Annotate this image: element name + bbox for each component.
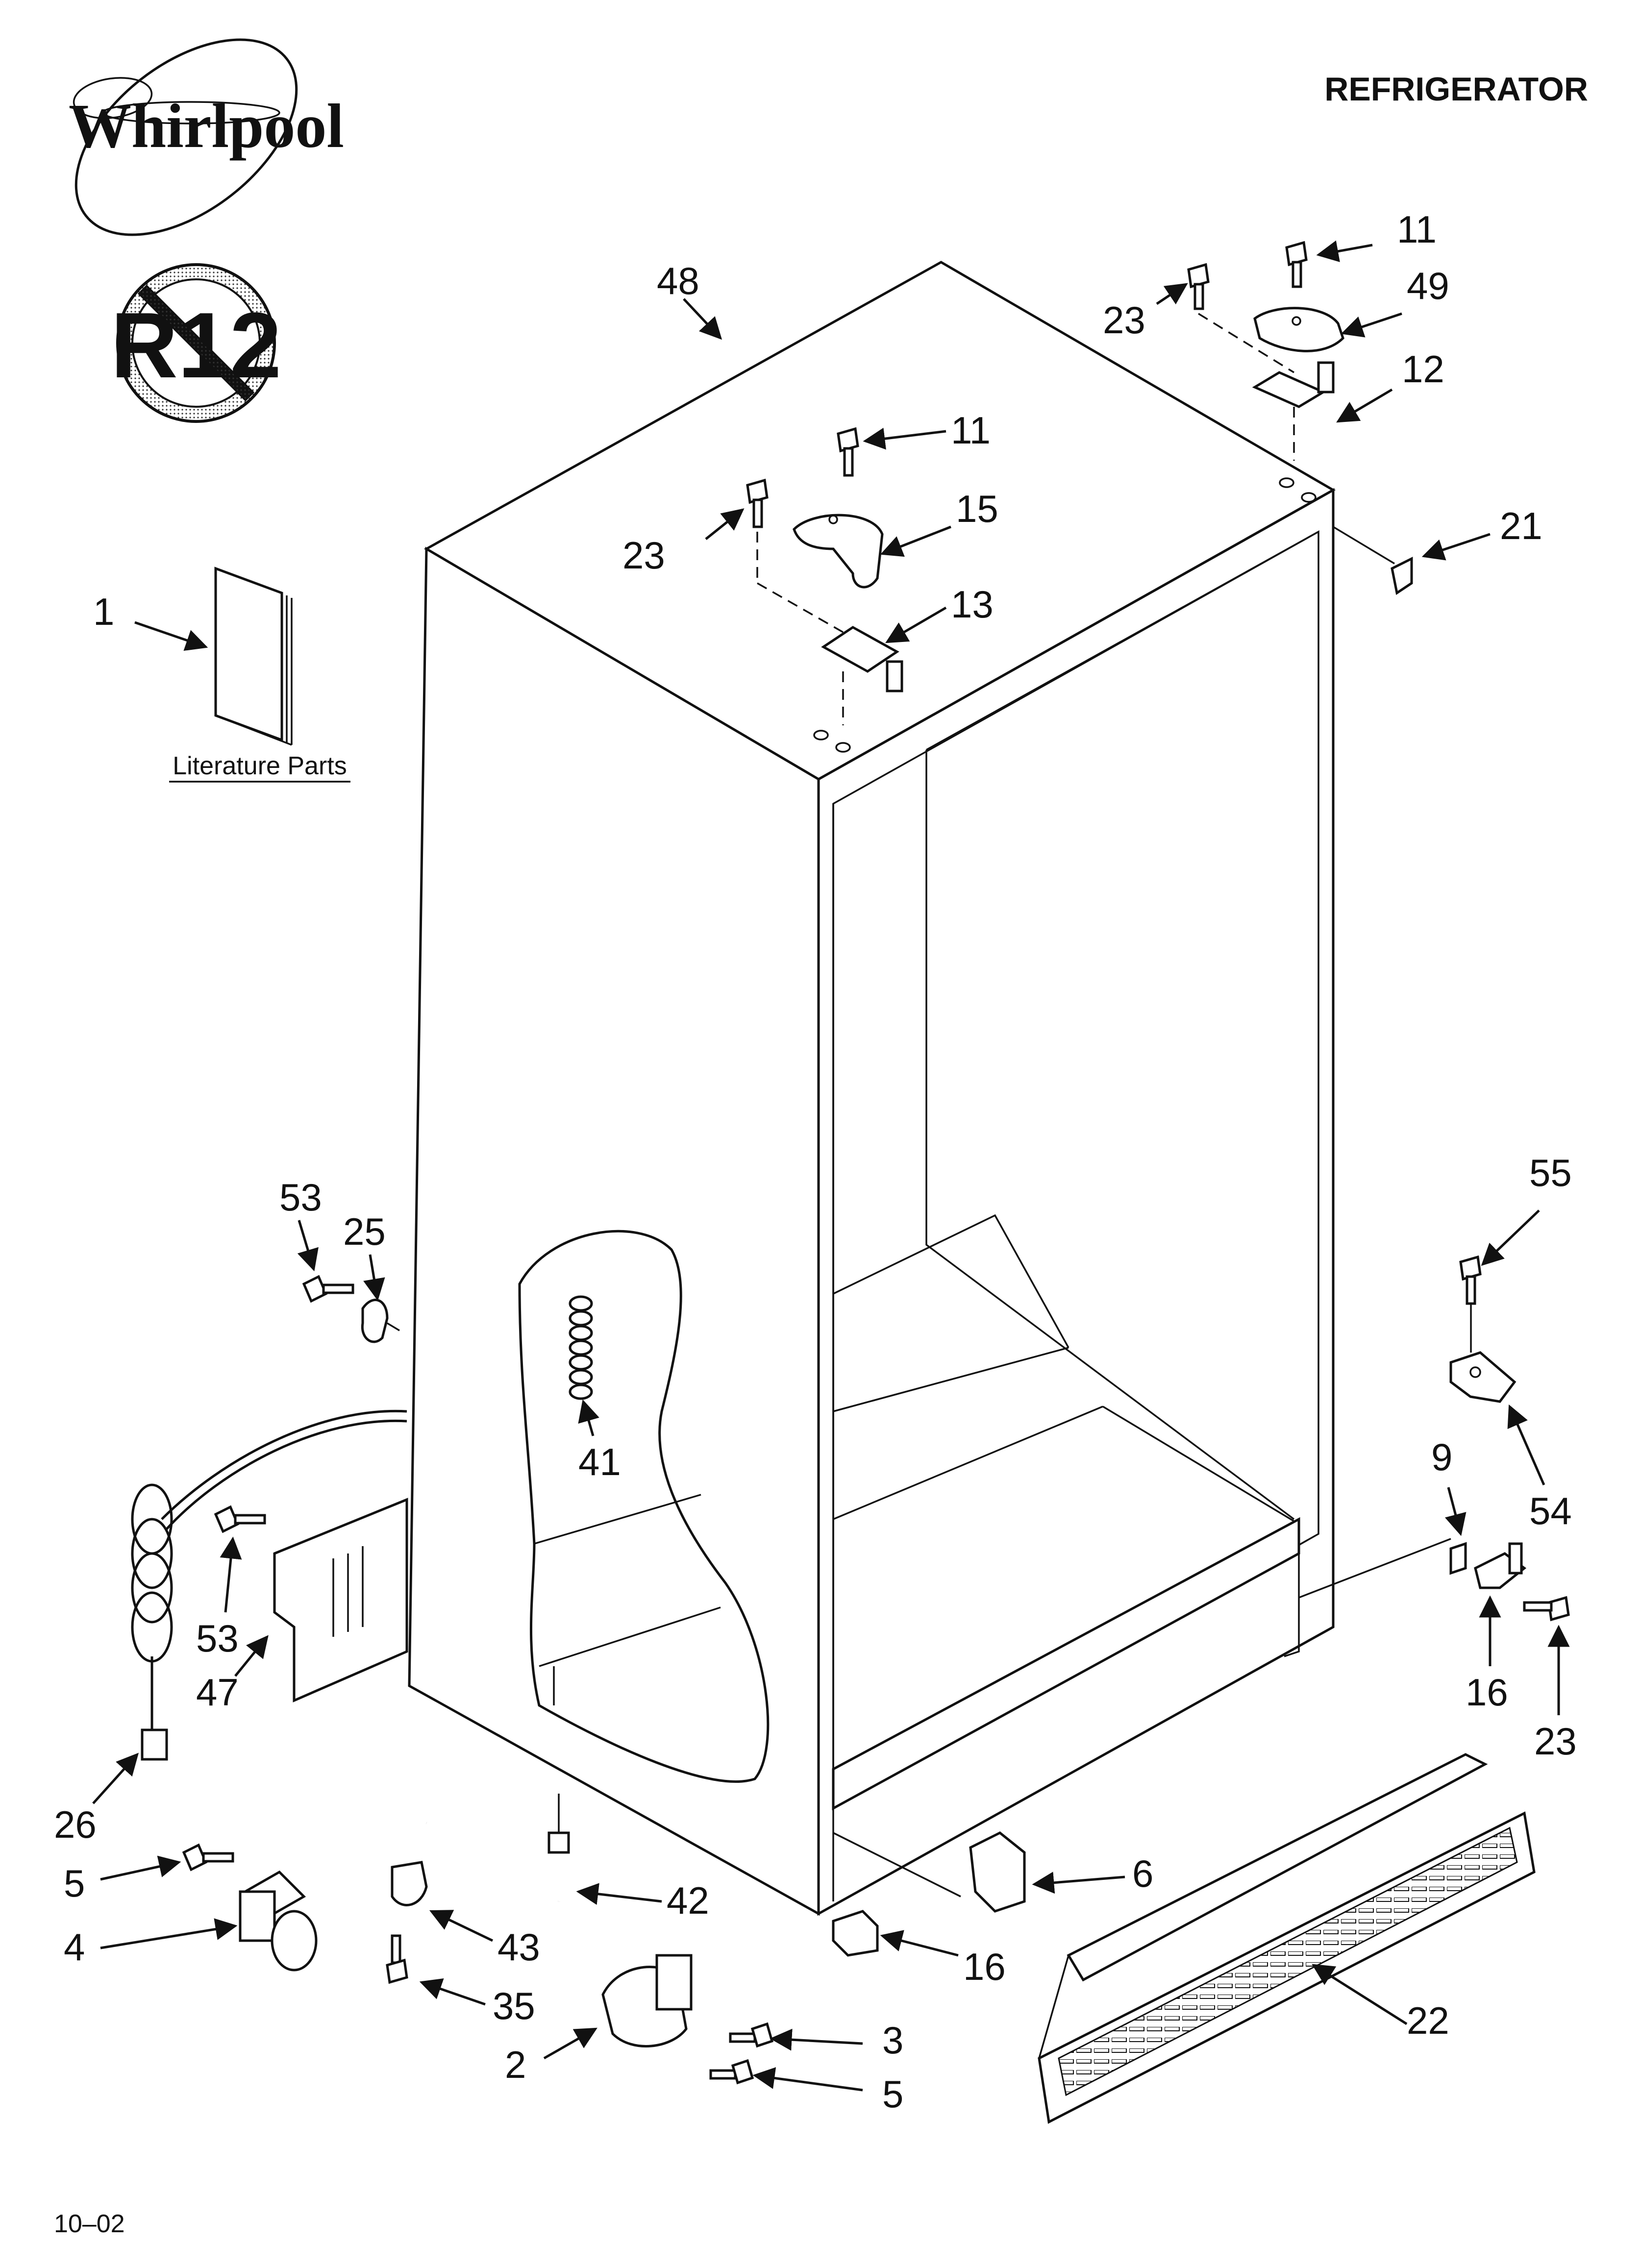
hinge-cover-15 — [793, 514, 884, 589]
page-title: REFRIGERATOR — [1324, 71, 1588, 108]
hole-top-center — [813, 730, 829, 740]
hole-top-right-2 — [1301, 492, 1317, 503]
callout-9: 9 — [1431, 1435, 1452, 1479]
callout-41: 41 — [578, 1440, 621, 1483]
leader-rail-right — [1298, 1538, 1451, 1599]
assembly-line-upper — [1198, 313, 1294, 373]
callout-labels: 48 11 23 49 12 11 15 23 13 21 1 53 25 41… — [54, 208, 1577, 2116]
callout-47: 47 — [196, 1671, 239, 1714]
callout-1: 1 — [93, 590, 114, 633]
callout-2: 2 — [505, 2043, 526, 2086]
clip-6 — [969, 1831, 1026, 1913]
roller-4 — [239, 1870, 318, 1972]
screw-5-left — [182, 1843, 234, 1872]
grille-22 — [1038, 1753, 1536, 2124]
callout-21: 21 — [1500, 504, 1542, 547]
callout-3: 3 — [882, 2019, 903, 2062]
bracket-47 — [273, 1498, 408, 1702]
no-r12-badge: R12 — [111, 263, 281, 423]
revision-code: 10–02 — [54, 2210, 125, 2238]
callout-23-right: 23 — [1534, 1720, 1577, 1763]
callout-12: 12 — [1402, 347, 1444, 391]
callout-54: 54 — [1529, 1489, 1572, 1532]
plug-21 — [1391, 556, 1413, 595]
callout-22: 22 — [1407, 1999, 1449, 2042]
callout-48: 48 — [657, 259, 699, 302]
screw-23-center — [746, 478, 769, 528]
callout-35: 35 — [493, 1984, 535, 2027]
screw-55 — [1459, 1255, 1482, 1353]
literature-caption: Literature Parts — [173, 752, 347, 780]
bracket-54 — [1449, 1351, 1517, 1403]
callout-16-lower: 16 — [963, 1945, 1006, 1988]
bracket-16-right — [1474, 1542, 1527, 1589]
callout-53-upper: 53 — [279, 1176, 322, 1219]
drain-tube-42 — [424, 1794, 570, 1903]
callout-5-left: 5 — [64, 1862, 85, 1905]
clip-25-leader — [387, 1322, 400, 1331]
power-cord-26 — [131, 1409, 407, 1761]
callout-15: 15 — [956, 487, 998, 530]
screw-23-right — [1523, 1596, 1570, 1622]
callout-16-right: 16 — [1466, 1671, 1508, 1714]
callout-23-center: 23 — [622, 534, 665, 577]
screw-3 — [729, 2022, 774, 2048]
leader-rail-left — [833, 1832, 961, 1898]
clip-9 — [1449, 1542, 1467, 1575]
whirlpool-logo: Whirlpool — [69, 38, 344, 236]
brand-name: Whirlpool — [69, 91, 344, 161]
callout-23-upper: 23 — [1103, 298, 1145, 342]
callout-11-center: 11 — [951, 409, 991, 452]
callout-6: 6 — [1132, 1852, 1153, 1895]
screw-53-lower — [214, 1505, 266, 1533]
hinge-13 — [821, 626, 903, 725]
hinge-cover-49 — [1253, 307, 1344, 352]
plug-21-leader — [1333, 526, 1395, 565]
callout-13: 13 — [951, 583, 994, 626]
callout-55: 55 — [1529, 1151, 1572, 1194]
callout-arrows — [92, 240, 1570, 2092]
clip-25 — [361, 1299, 389, 1343]
bracket-16-lower — [832, 1910, 879, 1957]
screw-11-upper — [1285, 241, 1308, 288]
spring-41 — [569, 1295, 593, 1400]
callout-25: 25 — [343, 1210, 386, 1253]
screw-5-lower — [709, 2059, 754, 2085]
callout-4: 4 — [64, 1925, 85, 1969]
callout-43: 43 — [497, 1925, 540, 1969]
clamp-43 — [391, 1861, 428, 1906]
callout-49: 49 — [1407, 264, 1449, 307]
hole-top-center-2 — [835, 742, 851, 753]
callout-26: 26 — [54, 1803, 97, 1846]
screw-11-center — [837, 427, 859, 477]
hinge-12 — [1252, 361, 1335, 461]
callout-53-lower: 53 — [196, 1617, 239, 1660]
screw-35 — [386, 1934, 408, 1984]
screw-23-upper — [1187, 263, 1210, 310]
hole-top-right — [1279, 477, 1294, 488]
callout-5-lower: 5 — [882, 2072, 903, 2116]
screw-53-upper — [302, 1275, 354, 1303]
callout-42: 42 — [667, 1879, 709, 1922]
refrigerator-cabinet — [408, 261, 1336, 1916]
lower-hinge-2 — [601, 1954, 693, 2047]
literature-booklet — [214, 567, 293, 746]
callout-11-upper: 11 — [1397, 208, 1437, 251]
